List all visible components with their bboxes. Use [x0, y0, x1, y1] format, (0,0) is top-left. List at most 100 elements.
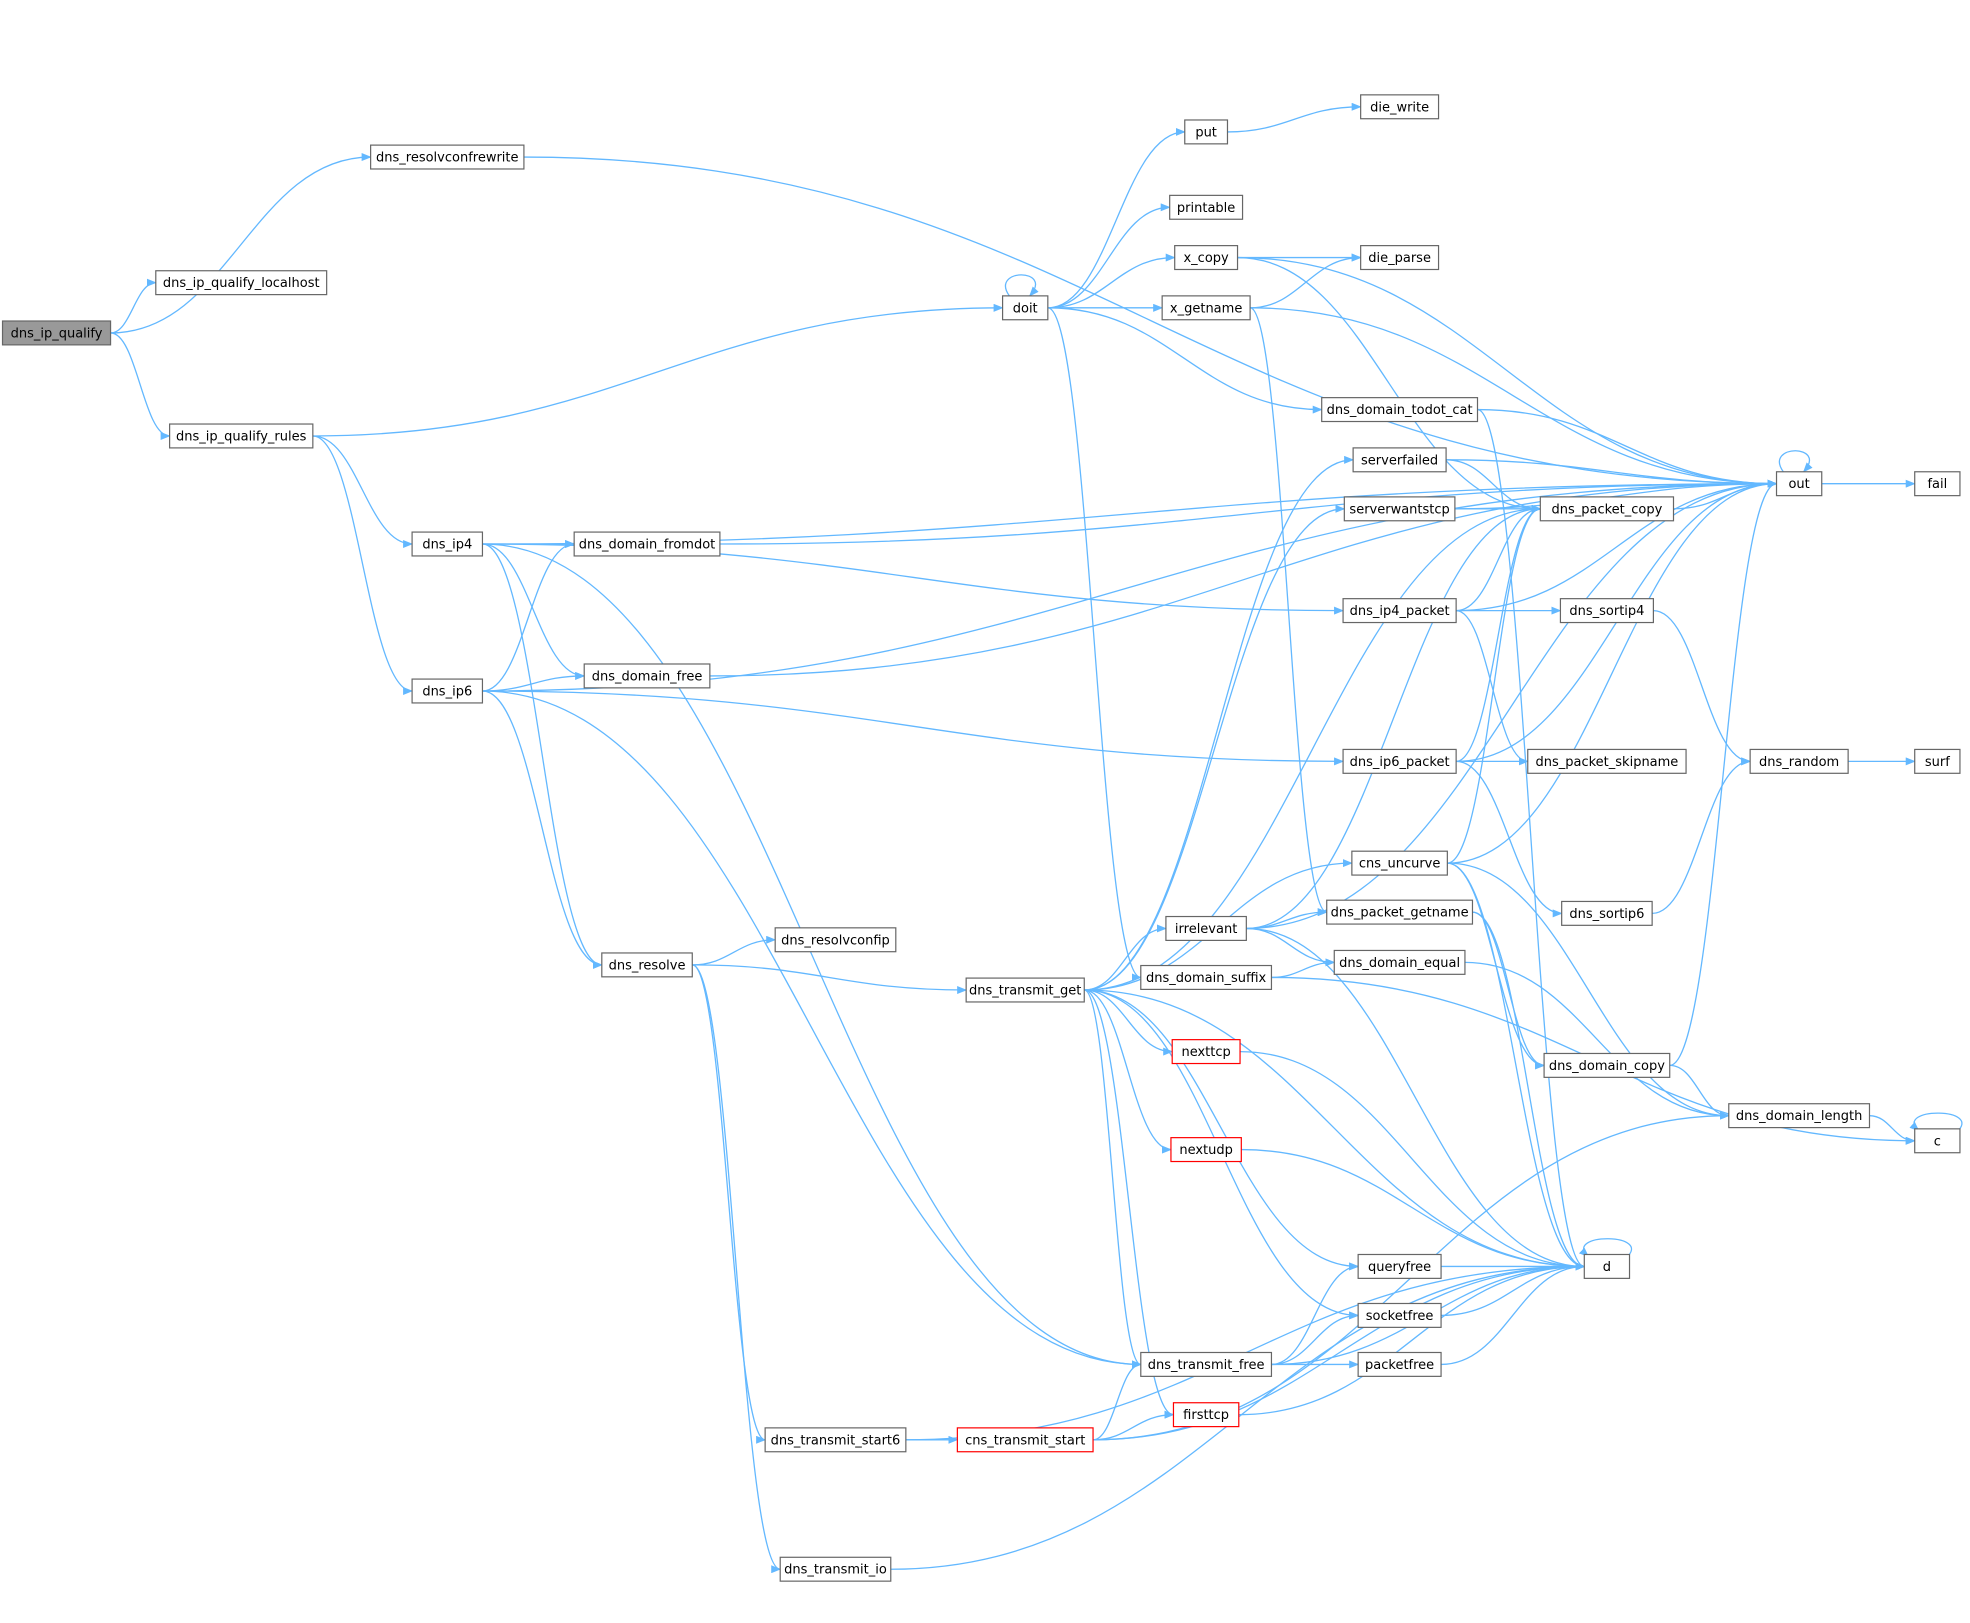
node-label: dns_domain_copy: [1549, 1059, 1665, 1074]
node-dns-random[interactable]: dns_random: [1749, 748, 1849, 774]
node-irrelevant[interactable]: irrelevant: [1165, 915, 1247, 941]
node-cns-transmit-start[interactable]: cns_transmit_start: [956, 1427, 1094, 1453]
node-dns-transmit-start6[interactable]: dns_transmit_start6: [764, 1427, 907, 1453]
node-dns-packet-copy[interactable]: dns_packet_copy: [1539, 496, 1675, 522]
node-label: d: [1603, 1260, 1611, 1275]
node-out[interactable]: out: [1775, 471, 1823, 497]
node-fail[interactable]: fail: [1914, 471, 1961, 497]
edge-irrelevant-to-out: [1246, 479, 1778, 930]
node-x-copy[interactable]: x_copy: [1174, 245, 1239, 271]
node-serverfailed[interactable]: serverfailed: [1352, 447, 1447, 473]
node-label: die_write: [1370, 100, 1429, 115]
node-dns-transmit-io[interactable]: dns_transmit_io: [779, 1556, 892, 1582]
node-box: [1360, 94, 1440, 120]
edge-dns_resolve-to-dns_resolvconfip: [692, 935, 777, 966]
node-box: [155, 270, 328, 296]
node-box: [1333, 949, 1466, 975]
node-box: [1326, 899, 1474, 925]
node-dns-domain-copy[interactable]: dns_domain_copy: [1543, 1052, 1671, 1078]
edge-dns_domain_free-to-out: [709, 479, 1778, 677]
edge-cns_uncurve-to-dns_packet_copy: [1447, 504, 1542, 864]
edge-cns_transmit_start-to-d: [1093, 1262, 1586, 1441]
node-label: dns_domain_length: [1736, 1109, 1862, 1124]
node-label: dns_sortip6: [1569, 907, 1644, 922]
edge-dns_ip6_packet-to-dns_sortip6: [1456, 760, 1563, 918]
node-label: dns_packet_skipname: [1535, 755, 1678, 770]
node-dns-ip6-packet[interactable]: dns_ip6_packet: [1342, 748, 1457, 774]
edge-dns_transmit_free-to-queryfree: [1271, 1262, 1360, 1366]
node-box: [1171, 1039, 1241, 1065]
edge-dns_domain_equal-to-dns_domain_length: [1464, 961, 1730, 1120]
edge-dns_packet_getname-to-d: [1472, 911, 1586, 1271]
node-box: [1352, 447, 1447, 473]
node-doit[interactable]: doit: [1001, 295, 1049, 321]
edge-dns_ip6-to-dns_domain_fromdot: [482, 540, 576, 692]
node-box: [1001, 295, 1049, 321]
node-nexttcp[interactable]: nexttcp: [1171, 1039, 1241, 1065]
node-box: [573, 531, 721, 557]
node-printable[interactable]: printable: [1169, 194, 1244, 220]
edge-dns_domain_copy-to-out: [1669, 479, 1778, 1067]
node-dns-packet-skipname[interactable]: dns_packet_skipname: [1527, 748, 1687, 774]
edge-dns_ip4_packet-to-dns_packet_copy: [1456, 504, 1542, 612]
node-box: [1140, 1351, 1273, 1377]
node-label: dns_random: [1759, 755, 1839, 770]
edge-dns_resolve-to-dns_transmit_io: [692, 964, 782, 1574]
node-serverwantstcp[interactable]: serverwantstcp: [1343, 496, 1456, 522]
node-socketfree[interactable]: socketfree: [1357, 1302, 1442, 1328]
node-label: dns_domain_free: [592, 669, 703, 684]
node-dns-ip-qualify-rules[interactable]: dns_ip_qualify_rules: [169, 423, 314, 449]
node-box: [1539, 496, 1675, 522]
node-queryfree[interactable]: queryfree: [1357, 1253, 1442, 1279]
edge-x_copy-to-out: [1237, 256, 1778, 488]
node-surf[interactable]: surf: [1914, 748, 1961, 774]
node-dns-ip4[interactable]: dns_ip4: [411, 531, 484, 557]
node-c[interactable]: c: [1914, 1128, 1961, 1154]
node-d[interactable]: d: [1583, 1253, 1631, 1279]
node-dns-sortip4[interactable]: dns_sortip4: [1559, 598, 1654, 624]
node-dns-transmit-get[interactable]: dns_transmit_get: [965, 977, 1085, 1003]
node-dns-domain-suffix[interactable]: dns_domain_suffix: [1140, 964, 1273, 990]
node-dns-domain-todot-cat[interactable]: dns_domain_todot_cat: [1321, 397, 1479, 423]
node-label: die_parse: [1368, 251, 1431, 266]
node-firsttcp[interactable]: firsttcp: [1172, 1402, 1240, 1428]
node-die-write[interactable]: die_write: [1360, 94, 1440, 120]
edge-socketfree-to-d: [1441, 1262, 1586, 1317]
edge-dns_ip_qualify_rules-to-dns_ip6: [312, 435, 414, 695]
node-label: dns_transmit_io: [784, 1563, 887, 1578]
node-put[interactable]: put: [1184, 119, 1229, 145]
edge-dns_ip6-to-dns_resolve: [482, 690, 603, 969]
node-dns-domain-equal[interactable]: dns_domain_equal: [1333, 949, 1466, 975]
node-label: dns_domain_todot_cat: [1327, 403, 1473, 418]
node-dns-domain-free[interactable]: dns_domain_free: [583, 663, 711, 689]
node-dns-ip6[interactable]: dns_ip6: [411, 678, 484, 704]
node-packetfree[interactable]: packetfree: [1357, 1351, 1442, 1377]
node-nextudp[interactable]: nextudp: [1170, 1137, 1242, 1163]
node-dns-domain-length[interactable]: dns_domain_length: [1728, 1103, 1871, 1129]
node-label: cns_transmit_start: [965, 1433, 1085, 1448]
node-dns-ip4-packet[interactable]: dns_ip4_packet: [1342, 598, 1457, 624]
node-box: [1169, 194, 1244, 220]
node-dns-packet-getname[interactable]: dns_packet_getname: [1326, 899, 1474, 925]
edge-dns_domain_copy-to-dns_domain_length: [1669, 1064, 1730, 1120]
node-dns-resolvconfrewrite[interactable]: dns_resolvconfrewrite: [370, 144, 525, 170]
node-label: socketfree: [1366, 1309, 1434, 1324]
edge-x_getname-to-out: [1250, 307, 1778, 488]
edge-dns_domain_fromdot-to-out: [719, 479, 1778, 545]
node-x-getname[interactable]: x_getname: [1161, 295, 1251, 321]
node-box: [1561, 900, 1653, 926]
node-dns-resolve[interactable]: dns_resolve: [601, 952, 693, 978]
node-cns-uncurve[interactable]: cns_uncurve: [1351, 850, 1448, 876]
node-label: dns_transmit_get: [969, 984, 1081, 999]
edge-doit-to-doit: [1005, 274, 1039, 297]
node-dns-domain-fromdot[interactable]: dns_domain_fromdot: [573, 531, 721, 557]
node-dns-transmit-free[interactable]: dns_transmit_free: [1140, 1351, 1273, 1377]
node-box: [1914, 1128, 1961, 1154]
node-box: [774, 927, 897, 953]
edge-doit-to-x_copy: [1047, 253, 1176, 309]
node-dns-sortip6[interactable]: dns_sortip6: [1561, 900, 1653, 926]
node-dns-ip-qualify-localhost[interactable]: dns_ip_qualify_localhost: [155, 270, 328, 296]
node-dns-ip-qualify[interactable]: dns_ip_qualify: [1, 320, 112, 346]
node-dns-resolvconfip[interactable]: dns_resolvconfip: [774, 927, 897, 953]
node-die-parse[interactable]: die_parse: [1360, 245, 1440, 271]
